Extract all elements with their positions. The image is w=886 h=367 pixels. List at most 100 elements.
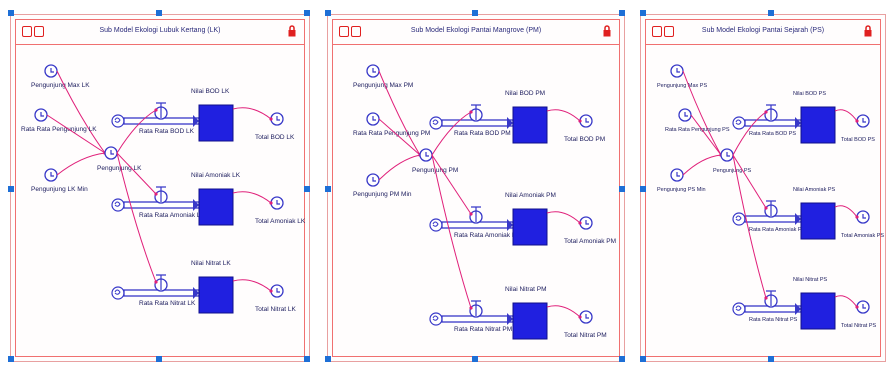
book-icon[interactable] <box>22 26 32 37</box>
flow-arrowhead[interactable] <box>507 219 513 231</box>
link-arrowhead[interactable] <box>469 110 473 114</box>
converter-visitor-max[interactable] <box>44 64 58 78</box>
converter-visitor-max[interactable] <box>366 64 380 78</box>
valve-bod[interactable] <box>764 104 778 122</box>
link-arrow[interactable] <box>232 107 272 120</box>
book-icon[interactable] <box>339 26 349 37</box>
selection-handle[interactable] <box>640 10 646 16</box>
selection-handle[interactable] <box>156 10 162 16</box>
stock-bod[interactable] <box>198 104 234 142</box>
link-arrowhead[interactable] <box>469 212 473 216</box>
converter-total-bod[interactable] <box>856 114 870 128</box>
cloud-source-bod[interactable] <box>732 116 746 130</box>
valve-amonia[interactable] <box>154 186 168 204</box>
link-arrowhead[interactable] <box>578 119 582 123</box>
converter-visitor[interactable] <box>104 146 118 160</box>
stock-amonia[interactable] <box>198 188 234 226</box>
flow-arrowhead[interactable] <box>193 115 199 127</box>
converter-visitor-avg[interactable] <box>34 108 48 122</box>
link-arrowhead[interactable] <box>764 110 768 114</box>
selection-handle[interactable] <box>8 356 14 362</box>
converter-total-nitrat[interactable] <box>270 284 284 298</box>
link-arrow[interactable] <box>378 70 421 156</box>
link-arrow[interactable] <box>232 191 272 204</box>
link-arrow[interactable] <box>834 205 858 218</box>
lock-icon[interactable] <box>864 25 872 37</box>
link-arrow[interactable] <box>834 295 858 308</box>
lock-icon[interactable] <box>603 25 611 37</box>
page-icon[interactable] <box>351 26 361 37</box>
valve-nitrat[interactable] <box>764 290 778 308</box>
converter-total-bod[interactable] <box>579 114 593 128</box>
link-arrowhead[interactable] <box>855 305 859 309</box>
converter-visitor[interactable] <box>720 148 734 162</box>
converter-total-nitrat[interactable] <box>856 300 870 314</box>
stock-bod[interactable] <box>512 106 548 144</box>
converter-visitor-min[interactable] <box>44 168 58 182</box>
link-arrowhead[interactable] <box>154 280 158 284</box>
link-arrow[interactable] <box>431 154 472 309</box>
valve-bod[interactable] <box>154 102 168 120</box>
selection-handle[interactable] <box>619 186 625 192</box>
flow-arrowhead[interactable] <box>193 199 199 211</box>
link-arrowhead[interactable] <box>269 117 273 121</box>
converter-total-nitrat[interactable] <box>579 310 593 324</box>
stock-nitrat[interactable] <box>198 276 234 314</box>
submodel-panel-lk[interactable]: Sub Model Ekologi Lubuk Kertang (LK) Pen… <box>10 14 310 362</box>
converter-visitor-min[interactable] <box>366 173 380 187</box>
link-arrowhead[interactable] <box>154 108 158 112</box>
stock-nitrat[interactable] <box>800 292 836 330</box>
selection-handle[interactable] <box>304 10 310 16</box>
link-arrow[interactable] <box>732 154 767 299</box>
link-arrow[interactable] <box>46 114 106 154</box>
flow-arrowhead[interactable] <box>795 117 801 129</box>
flow-arrowhead[interactable] <box>193 287 199 299</box>
link-arrowhead[interactable] <box>469 306 473 310</box>
valve-bod[interactable] <box>469 104 483 122</box>
converter-visitor-avg[interactable] <box>678 108 692 122</box>
link-arrow[interactable] <box>378 118 421 156</box>
cloud-source-nitrat[interactable] <box>429 312 443 326</box>
converter-visitor-avg[interactable] <box>366 112 380 126</box>
link-arrowhead[interactable] <box>764 206 768 210</box>
selection-handle[interactable] <box>619 356 625 362</box>
converter-total-amonia[interactable] <box>270 196 284 210</box>
page-icon[interactable] <box>34 26 44 37</box>
selection-handle[interactable] <box>325 186 331 192</box>
selection-handle[interactable] <box>304 356 310 362</box>
stock-bod[interactable] <box>800 106 836 144</box>
link-arrowhead[interactable] <box>578 221 582 225</box>
cloud-source-amonia[interactable] <box>111 198 125 212</box>
selection-handle[interactable] <box>472 356 478 362</box>
link-arrow[interactable] <box>378 154 421 181</box>
link-arrow[interactable] <box>682 154 722 176</box>
flow-arrowhead[interactable] <box>507 313 513 325</box>
converter-total-bod[interactable] <box>270 112 284 126</box>
stock-amonia[interactable] <box>512 208 548 246</box>
link-arrowhead[interactable] <box>578 315 582 319</box>
converter-total-amonia[interactable] <box>856 210 870 224</box>
selection-handle[interactable] <box>8 186 14 192</box>
converter-visitor[interactable] <box>419 148 433 162</box>
link-arrow[interactable] <box>116 152 157 195</box>
valve-amonia[interactable] <box>764 200 778 218</box>
link-arrow[interactable] <box>56 70 106 154</box>
cloud-source-amonia[interactable] <box>732 212 746 226</box>
book-icon[interactable] <box>652 26 662 37</box>
link-arrow[interactable] <box>232 279 272 292</box>
link-arrowhead[interactable] <box>855 215 859 219</box>
selection-handle[interactable] <box>472 10 478 16</box>
selection-handle[interactable] <box>156 356 162 362</box>
cloud-source-amonia[interactable] <box>429 218 443 232</box>
selection-handle[interactable] <box>304 186 310 192</box>
link-arrowhead[interactable] <box>855 119 859 123</box>
link-arrow[interactable] <box>116 109 157 154</box>
link-arrowhead[interactable] <box>269 201 273 205</box>
cloud-source-bod[interactable] <box>111 114 125 128</box>
selection-handle[interactable] <box>325 10 331 16</box>
link-arrow[interactable] <box>546 211 581 224</box>
flow-arrowhead[interactable] <box>795 303 801 315</box>
link-arrow[interactable] <box>682 70 722 156</box>
cloud-source-bod[interactable] <box>429 116 443 130</box>
flow-arrowhead[interactable] <box>795 213 801 225</box>
